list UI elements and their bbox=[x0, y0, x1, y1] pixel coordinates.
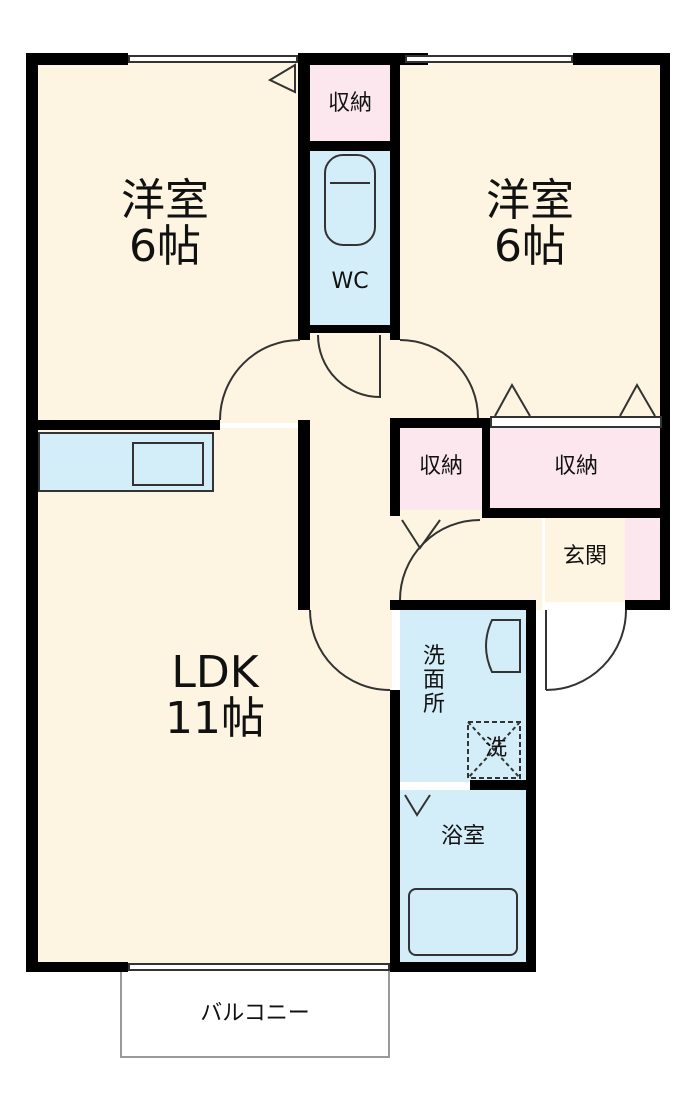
closet-rail bbox=[490, 416, 662, 428]
door-western-left bbox=[219, 339, 301, 421]
storage-mid-small bbox=[400, 428, 482, 510]
label-storage-top: 収納 bbox=[327, 91, 372, 116]
door-entrance bbox=[545, 609, 627, 691]
entrance-room bbox=[545, 518, 625, 602]
wall-top-right bbox=[573, 53, 670, 65]
wall-bottom-right bbox=[390, 962, 536, 972]
wall-top-left bbox=[26, 53, 128, 65]
kitchen-sink bbox=[132, 442, 204, 486]
wall-center-left bbox=[298, 53, 310, 340]
wall-ldk-right bbox=[390, 690, 400, 972]
window-top-left bbox=[128, 55, 298, 63]
window-top-right bbox=[405, 55, 573, 63]
wall-left bbox=[26, 53, 38, 972]
wall-storage-left bbox=[390, 418, 400, 516]
wall-storage-bottom bbox=[482, 508, 670, 518]
closet-doors bbox=[494, 382, 656, 417]
room-western-left bbox=[36, 63, 302, 423]
storage-top bbox=[308, 63, 392, 143]
label-washer: 洗 bbox=[484, 736, 507, 761]
wall-wc-bottom bbox=[298, 325, 398, 333]
balcony-area bbox=[120, 970, 390, 1058]
wall-bottom-left bbox=[26, 962, 128, 972]
wall-storage-wc bbox=[298, 141, 398, 151]
label-storage-mid-large: 収納 bbox=[553, 454, 598, 479]
door-ldk bbox=[309, 609, 391, 691]
window-bottom bbox=[128, 963, 390, 971]
label-washroom: 洗 面 所 bbox=[422, 644, 445, 718]
door-wc bbox=[317, 334, 381, 399]
wall-washroom-top bbox=[390, 600, 536, 610]
window-opener bbox=[267, 63, 296, 94]
label-balcony: バルコニー bbox=[200, 1001, 310, 1026]
label-storage-mid-small: 収納 bbox=[418, 454, 463, 479]
wall-center-left-lower bbox=[298, 420, 310, 610]
wall-bath-divider bbox=[470, 780, 536, 790]
bathroom-room bbox=[400, 790, 526, 964]
storage-mid-large bbox=[490, 428, 662, 510]
entrance-shoe-storage bbox=[625, 518, 662, 602]
label-bathroom: 浴室 bbox=[440, 824, 485, 849]
bathtub bbox=[408, 888, 518, 956]
door-storage bbox=[399, 519, 481, 601]
wc-room bbox=[310, 150, 390, 326]
wall-storage-top bbox=[390, 418, 490, 428]
wall-storage-divider bbox=[482, 418, 490, 518]
toilet-icon bbox=[324, 154, 376, 246]
washroom-room bbox=[400, 610, 526, 782]
door-western-right bbox=[399, 339, 479, 419]
wall-right bbox=[660, 53, 670, 610]
label-wc: WC bbox=[331, 269, 369, 294]
wall-wc-right bbox=[390, 53, 400, 340]
label-entrance: 玄関 bbox=[562, 544, 607, 569]
washer-space bbox=[467, 721, 521, 779]
washbasin-icon bbox=[485, 619, 521, 673]
wall-entrance-bottom bbox=[625, 600, 670, 610]
wall-ldk-top bbox=[26, 420, 220, 430]
